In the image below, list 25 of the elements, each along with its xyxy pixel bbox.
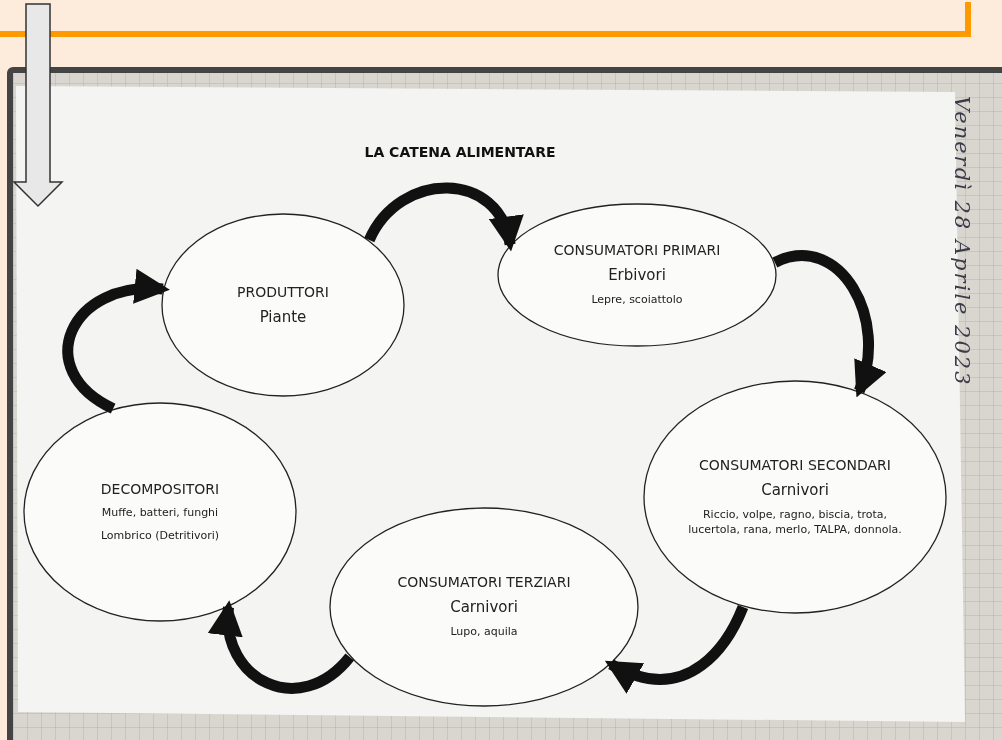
node-heading: CONSUMATORI SECONDARI (699, 456, 891, 473)
node-text: Muffe, batteri, funghi (101, 504, 219, 520)
ellipse-node (497, 203, 777, 347)
node-text: Piante (259, 308, 307, 326)
curved-arrow (62, 271, 170, 414)
ellipse-node (329, 507, 639, 707)
ellipse-node (643, 380, 947, 614)
node-heading: CONSUMATORI PRIMARI (553, 242, 721, 259)
curved-arrow (604, 604, 749, 693)
node-text: Lupo, aquila (450, 624, 518, 640)
node-heading: PRODUTTORI (237, 284, 329, 300)
ellipse-node (23, 402, 297, 622)
ellipse-node (161, 213, 405, 397)
node-heading: DECOMPOSITORI (100, 480, 220, 497)
node-text: Riccio, volpe, ragno, biscia, trota, lucertola, rana, merlo, TALPA, donnola. (687, 506, 903, 538)
node-text: Erbivori (608, 266, 666, 285)
curved-arrow (210, 600, 354, 694)
node-text: Carnivori (450, 598, 518, 617)
node-text: Lombrico (Detritivori) (100, 528, 220, 544)
node-text: Lepre, scoiattolo (591, 292, 683, 308)
node-text: Carnivori (761, 480, 829, 499)
curved-arrow (364, 182, 521, 252)
node-heading: CONSUMATORI TERZIARI (397, 574, 571, 591)
title: LA CATENA ALIMENTARE (363, 144, 557, 160)
handwritten-date: Venerdì 28 Aprile 2023 (950, 96, 974, 389)
